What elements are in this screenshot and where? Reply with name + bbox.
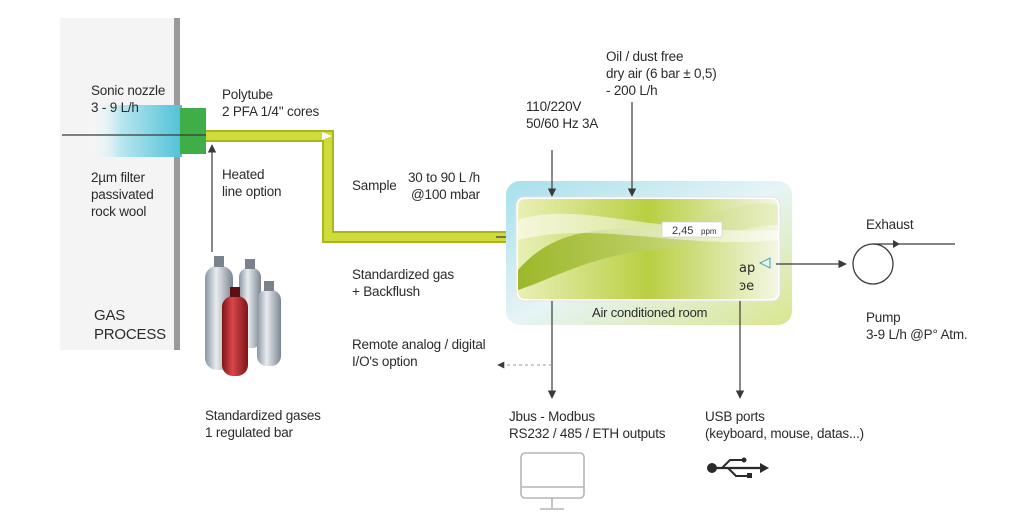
sample-flow-label: 30 to 90 L /h @100 mbar bbox=[408, 170, 480, 202]
reading-value: 2,45 bbox=[672, 225, 693, 237]
jbus-label: Jbus - Modbus RS232 / 485 / ETH outputs bbox=[509, 409, 666, 441]
usb-icon bbox=[707, 457, 769, 478]
exhaust-label: Exhaust bbox=[866, 217, 914, 232]
remote-io-label: Remote analog / digital I/O's option bbox=[352, 337, 486, 369]
sonic-nozzle-label: Sonic nozzle 3 - 9 L/h bbox=[91, 83, 166, 115]
svg-text:ap: ap bbox=[739, 261, 755, 276]
monitor-icon bbox=[520, 452, 585, 510]
svg-text:ꜿe: ꜿe bbox=[739, 279, 754, 294]
analyzer-screen bbox=[518, 199, 778, 299]
tube-arrow-icon bbox=[322, 132, 332, 140]
pump-icon bbox=[852, 243, 894, 285]
pump-label: Pump 3-9 L/h @P° Atm. bbox=[866, 310, 968, 342]
heated-line-label: Heated line option bbox=[222, 167, 282, 199]
sonic-nozzle bbox=[88, 105, 182, 157]
reading-unit: ppm bbox=[701, 227, 717, 236]
power-label: 110/220V 50/60 Hz 3A bbox=[526, 99, 599, 131]
room-label: Air conditioned room bbox=[592, 305, 708, 320]
usb-label: USB ports (keyboard, mouse, datas...) bbox=[705, 409, 864, 441]
gas-process-label: GAS PROCESS bbox=[94, 307, 166, 343]
standardized-gases-label: Standardized gases 1 regulated bar bbox=[205, 408, 321, 440]
gas-cylinders-icon bbox=[205, 256, 281, 376]
standardized-gas-label: Standardized gas + Backflush bbox=[352, 267, 454, 299]
nozzle-connector bbox=[180, 108, 206, 154]
process-wall bbox=[60, 18, 180, 350]
air-supply-label: Oil / dust free dry air (6 bar ± 0,5) - … bbox=[606, 49, 717, 98]
sample-label: Sample bbox=[352, 178, 397, 193]
polytube-label: Polytube 2 PFA 1/4'' cores bbox=[222, 87, 320, 119]
filter-label: 2µm filter passivated rock wool bbox=[91, 170, 154, 219]
logo-icon: ap ꜿe bbox=[739, 257, 771, 294]
